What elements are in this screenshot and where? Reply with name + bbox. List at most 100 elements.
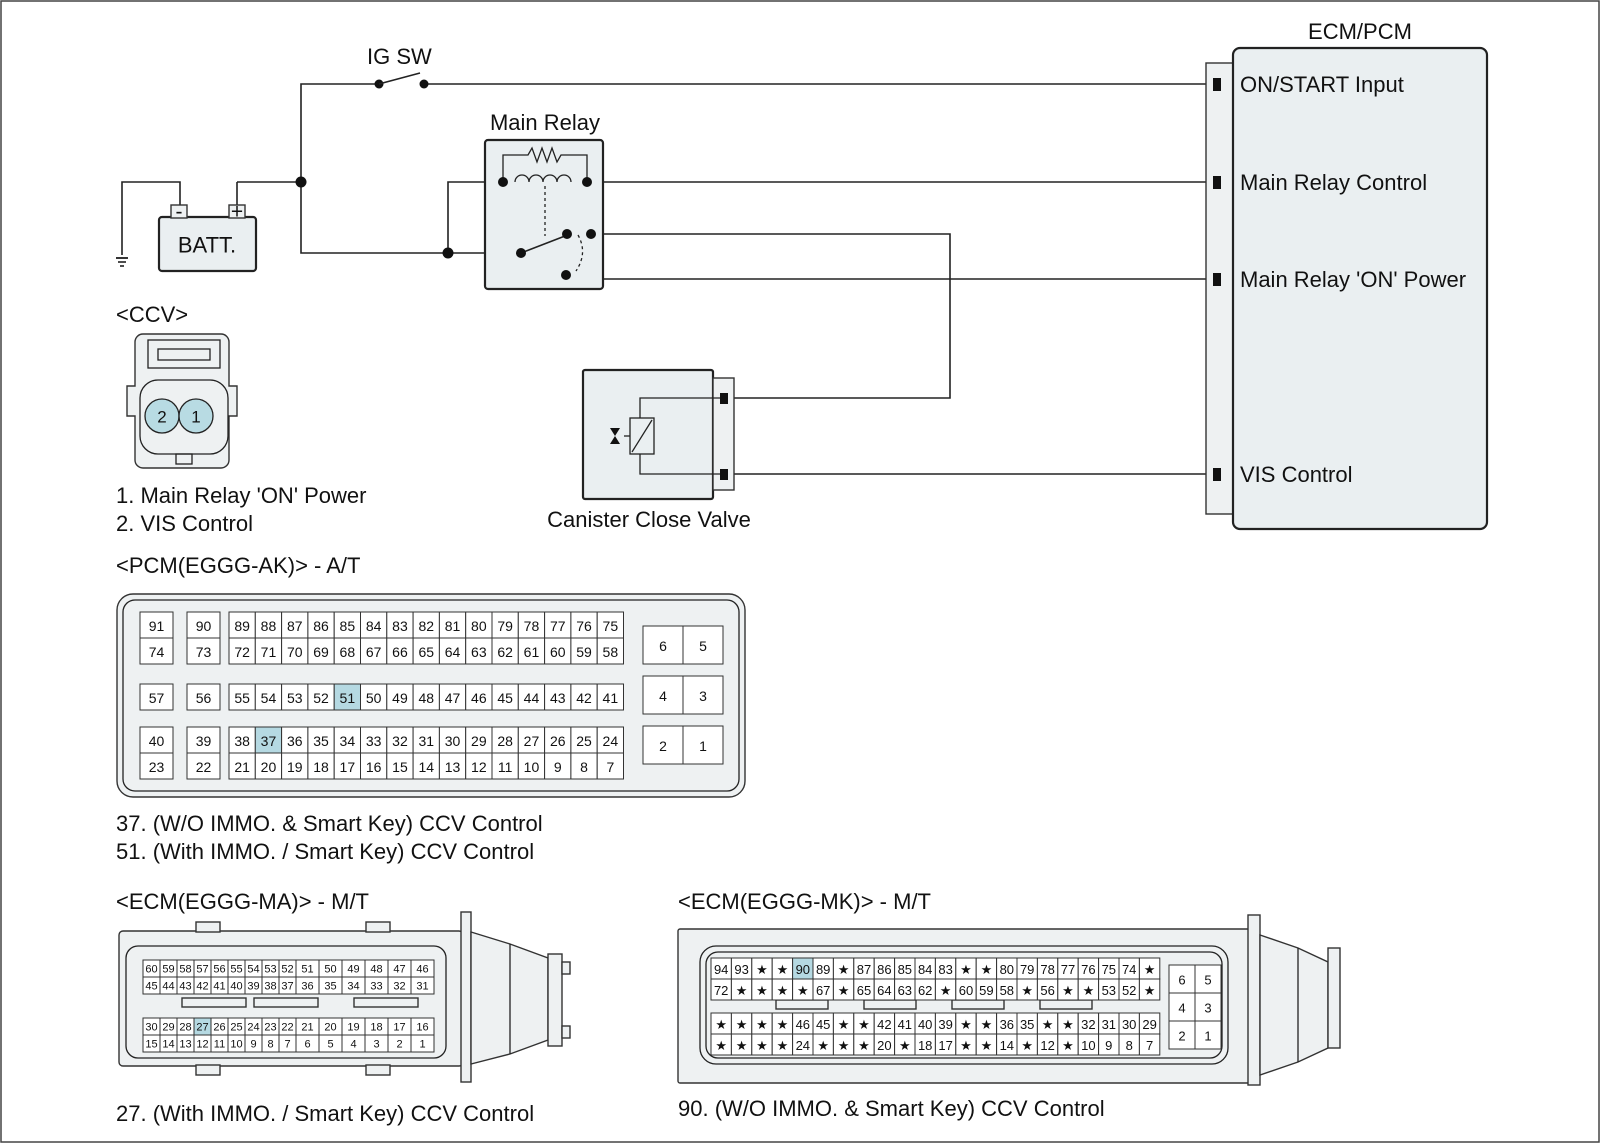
pcm-ak-pin: 41 bbox=[603, 690, 619, 706]
pcm-ak-pin: 50 bbox=[366, 690, 382, 706]
pcm-ak-pin: 16 bbox=[366, 759, 382, 775]
ecm-ma-pin: 12 bbox=[196, 1039, 208, 1051]
ecm-mk-pin: 8 bbox=[1126, 1038, 1133, 1053]
ecm-ma-pin: 56 bbox=[213, 964, 225, 976]
ecm-mk-pin: 41 bbox=[898, 1017, 912, 1032]
batt-label: BATT. bbox=[178, 233, 236, 258]
junction-dot bbox=[442, 247, 454, 259]
ecm-mk-pin: 84 bbox=[918, 962, 932, 977]
pcm-ak-pin: 70 bbox=[287, 644, 303, 660]
ecm-mk-pin: 90 bbox=[796, 962, 810, 977]
ecm-mk-pin: 30 bbox=[1122, 1017, 1136, 1032]
pcm-ak-pin: 22 bbox=[196, 759, 212, 775]
pcm-ak-pin-cell bbox=[307, 637, 335, 665]
pcm-ak-pin-cell bbox=[281, 611, 309, 639]
ecm-mk-side-pin: 3 bbox=[1204, 1001, 1211, 1016]
ecm-mk-pin: 52 bbox=[1122, 983, 1136, 998]
ecm-mk-pin: 63 bbox=[898, 983, 912, 998]
ecm-ma-pin: 49 bbox=[347, 964, 359, 976]
ecm-mk-pin: ★ bbox=[940, 983, 952, 998]
pcm-ak-pin: 17 bbox=[340, 759, 356, 775]
pcm-ak-pin-cell bbox=[596, 611, 625, 639]
pcm-ak-pin-cell bbox=[491, 683, 519, 711]
ecm-mk-pin: ★ bbox=[960, 1038, 972, 1053]
pcm-ak-pin-cell bbox=[333, 683, 362, 711]
pcm-ak-pin-cell bbox=[360, 611, 388, 639]
ccv-connector: <CCV> 2 1 1. Main Relay 'ON' Power 2. VI… bbox=[116, 302, 367, 536]
ecm-mk-pin: ★ bbox=[797, 983, 809, 998]
pcm-ak-pin: 43 bbox=[550, 690, 566, 706]
pcm-ak-pin: 48 bbox=[418, 690, 434, 706]
pcm-ak-pin-cell bbox=[360, 752, 388, 780]
ecm-ma-pin: 18 bbox=[370, 1022, 382, 1034]
pcm-ak-pin: 90 bbox=[196, 618, 212, 634]
ecm-mk-pin: ★ bbox=[817, 1038, 829, 1053]
pcm-ak-pin: 14 bbox=[418, 759, 434, 775]
pcm-ak-pin: 11 bbox=[498, 759, 513, 775]
schematic: IG SW - + BATT. Main Relay bbox=[116, 19, 1489, 532]
pcm-ak-pin-cell bbox=[307, 752, 335, 780]
ecm-mk-pin: ★ bbox=[858, 1017, 870, 1032]
ecm-ma-pin: 22 bbox=[281, 1022, 293, 1034]
pcm-ak-pin: 42 bbox=[576, 690, 592, 706]
pcm-ak-pin: 38 bbox=[234, 733, 250, 749]
ecm-pcm-module: ECM/PCM ON/START Input Main Relay Contro… bbox=[1205, 19, 1489, 531]
ecm-ma-pin: 51 bbox=[301, 964, 313, 976]
ecm-ma-pin: 3 bbox=[373, 1039, 379, 1051]
ecm-mk-pin: 80 bbox=[1000, 962, 1014, 977]
pcm-ak-pin: 13 bbox=[445, 759, 461, 775]
pcm-ak-pin-cell bbox=[465, 683, 493, 711]
ecm-mk-pin: 87 bbox=[857, 962, 871, 977]
ecm-ma-pin: 44 bbox=[162, 981, 174, 993]
ecm-mk-pin: 78 bbox=[1040, 962, 1054, 977]
ecm-mk-side-pin-cell bbox=[1194, 964, 1222, 994]
ecm-mk-pin: ★ bbox=[715, 1038, 727, 1053]
pcm-ak-pin-cell bbox=[139, 683, 174, 711]
pcm-ak-pin: 91 bbox=[149, 618, 165, 634]
ecm-ma-pin-cell bbox=[410, 976, 435, 995]
pcm-ak-pin: 31 bbox=[418, 733, 434, 749]
ecm-mk-pin: 65 bbox=[857, 983, 871, 998]
ecm-mk-pin: 67 bbox=[816, 983, 830, 998]
pcm-ak-pin: 62 bbox=[497, 644, 513, 660]
ecm-mk-pin: ★ bbox=[858, 1038, 870, 1053]
pcm-ak-pin: 47 bbox=[445, 690, 461, 706]
pcm-ak-side-pin-cell bbox=[642, 725, 684, 765]
pcm-ak-pin-cell bbox=[544, 726, 572, 754]
ecm-ma-pin: 19 bbox=[347, 1022, 359, 1034]
pcm-ak-pin: 40 bbox=[149, 733, 165, 749]
pcm-ak-side-pin-cell bbox=[682, 675, 724, 715]
pin-main-relay-on-power: Main Relay 'ON' Power bbox=[1240, 267, 1466, 292]
pcm-ak-side-pin: 5 bbox=[699, 638, 707, 654]
pcm-ak-pin: 25 bbox=[576, 733, 592, 749]
pcm-ak-pin: 73 bbox=[196, 644, 212, 660]
pcm-ak-pin: 7 bbox=[606, 759, 614, 775]
ecm-mk-pin: ★ bbox=[960, 1017, 972, 1032]
ecm-mk-pin: 32 bbox=[1081, 1017, 1095, 1032]
pcm-ak-pin: 82 bbox=[418, 618, 434, 634]
pcm-ak-pin-cell bbox=[544, 683, 572, 711]
pcm-ak-pin-cell bbox=[139, 752, 174, 780]
pcm-ak-pin: 46 bbox=[471, 690, 487, 706]
pcm-ak-pin-cell bbox=[254, 637, 283, 665]
pcm-ak-pin: 49 bbox=[392, 690, 408, 706]
ecm-ma-pin: 29 bbox=[162, 1022, 174, 1034]
pcm-ak-pin-cell bbox=[307, 611, 335, 639]
ecm-mk-pin: 40 bbox=[918, 1017, 932, 1032]
ecm-mk-side-pin: 5 bbox=[1204, 973, 1211, 988]
ecm-mk-pin: 75 bbox=[1102, 962, 1116, 977]
pcm-ak-pin: 79 bbox=[497, 618, 513, 634]
pcm-ak-side-pin-cell bbox=[642, 625, 684, 665]
pcm-ak-pin: 83 bbox=[392, 618, 408, 634]
ecm-ma-pin: 31 bbox=[416, 981, 428, 993]
pcm-ak-pin-cell bbox=[281, 752, 309, 780]
pcm-ak-pin: 76 bbox=[576, 618, 592, 634]
pcm-ak-pin-cell bbox=[228, 637, 256, 665]
ecm-mk-pin: ★ bbox=[981, 1038, 993, 1053]
ecm-mk-pin: 86 bbox=[877, 962, 891, 977]
ecm-ma-pin: 28 bbox=[179, 1022, 191, 1034]
pcm-ak-side-pin: 2 bbox=[659, 738, 667, 754]
ecm-pcm-label: ECM/PCM bbox=[1308, 19, 1412, 44]
pcm-ak-pin: 9 bbox=[554, 759, 562, 775]
